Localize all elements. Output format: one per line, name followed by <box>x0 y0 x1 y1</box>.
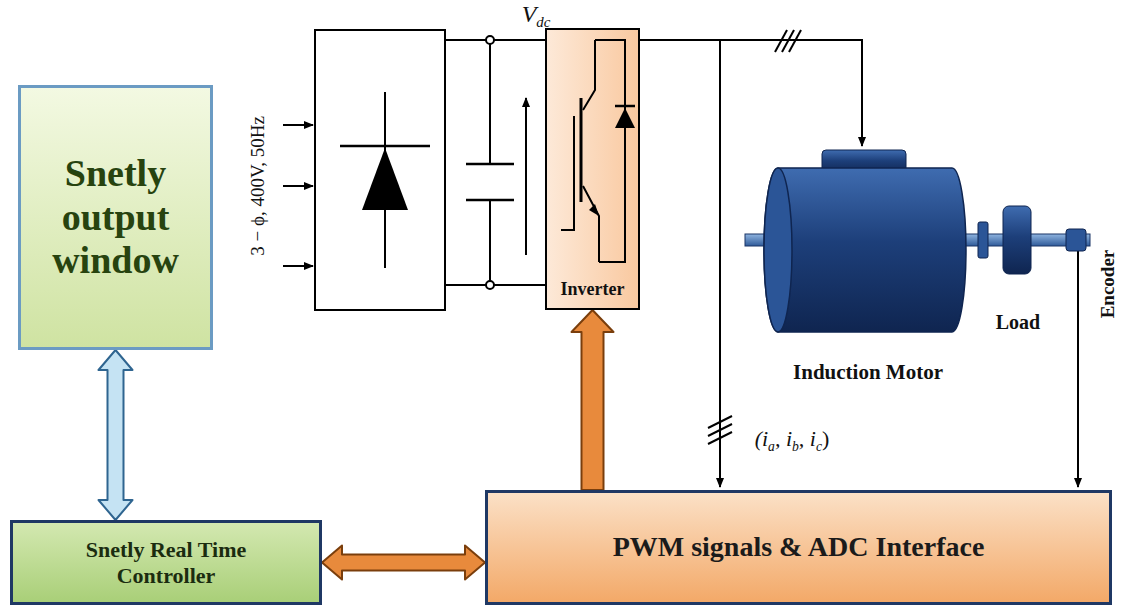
node-label: Inverter <box>561 279 625 300</box>
label-text: Load <box>996 311 1040 333</box>
subscript-text: dc <box>536 14 550 30</box>
label-text: , i <box>775 426 792 451</box>
block-arrow <box>322 546 485 580</box>
node-label: Snetly Real Time Controller <box>56 537 276 588</box>
node-label: PWM signals & ADC Interface <box>613 531 985 563</box>
motor-label: Induction Motor <box>793 360 943 385</box>
subscript-text: a <box>768 438 775 453</box>
pwm-adc-interface-box: PWM signals & ADC Interface <box>485 490 1112 605</box>
node-label: Snetly output window <box>26 152 206 283</box>
three-phase-input-arrows <box>283 125 313 266</box>
label-text: 3 − ϕ, 400V, 50Hz <box>247 116 268 256</box>
inverter-box: Inverter <box>545 28 640 310</box>
supply-rating-label: 3 − ϕ, 400V, 50Hz <box>247 116 269 256</box>
label-text: , i <box>799 426 816 451</box>
label-text: (i <box>755 426 768 451</box>
label-text: Induction Motor <box>793 360 943 384</box>
dc-link-capacitor <box>445 36 545 289</box>
block-arrow <box>99 350 133 520</box>
label-text: V <box>522 1 537 27</box>
load-label: Load <box>996 311 1040 334</box>
induction-motor <box>745 150 1090 332</box>
output-wiring <box>640 30 1078 487</box>
encoder-label: Encoder <box>1097 250 1119 319</box>
subscript-text: c <box>816 438 822 453</box>
label-text: ) <box>822 426 829 451</box>
subscript-text: b <box>792 438 799 453</box>
rectifier-block <box>315 30 445 310</box>
label-text: Encoder <box>1097 250 1118 319</box>
phase-current-label: (ia, ib, ic) <box>755 426 830 455</box>
output-window-box: Snetly output window <box>18 85 213 350</box>
controller-box: Snetly Real Time Controller <box>10 520 322 605</box>
igbt-symbol <box>547 30 638 308</box>
dc-link-voltage-label: Vdc <box>522 1 551 31</box>
block-arrow <box>572 310 614 490</box>
